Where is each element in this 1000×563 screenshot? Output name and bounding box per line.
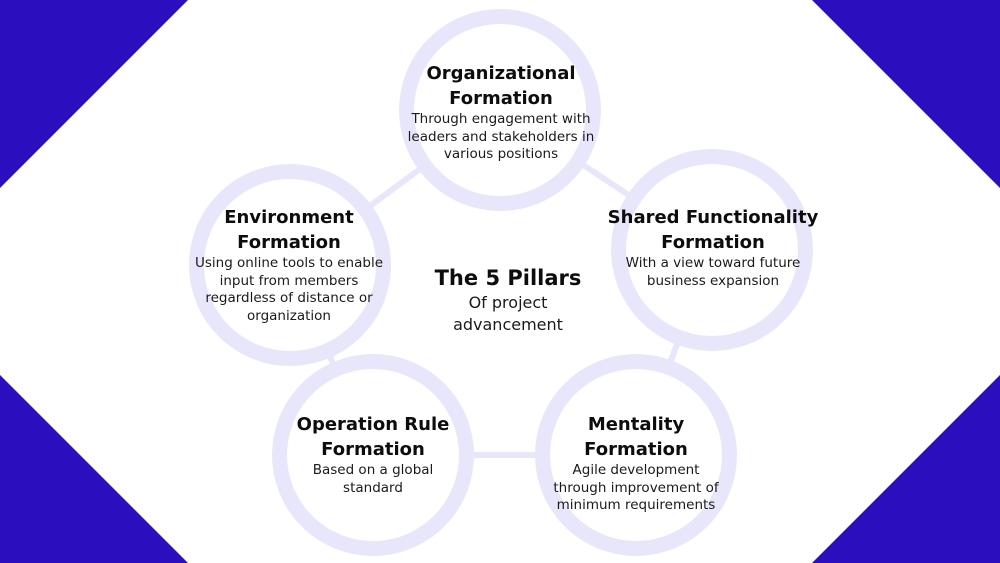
pillar-operation-rule: Operation Rule Formation Based on a glob… bbox=[263, 412, 483, 497]
center-subtitle: Of project advancement bbox=[453, 293, 563, 334]
corner-top-left bbox=[0, 0, 188, 188]
pillar-title: Mentality Formation bbox=[584, 414, 688, 460]
corner-top-right bbox=[812, 0, 1000, 188]
pillar-title: Operation Rule Formation bbox=[296, 414, 450, 460]
center-title: The 5 Pillars bbox=[434, 266, 582, 290]
pillar-description: With a view toward future business expan… bbox=[625, 255, 801, 289]
pillar-mentality: Mentality Formation Agile development th… bbox=[526, 412, 746, 515]
pillar-description: Agile development through improvement of… bbox=[553, 462, 719, 513]
pillar-organizational: Organizational Formation Through engagem… bbox=[391, 61, 611, 164]
pillar-shared-functionality: Shared Functionality Formation With a vi… bbox=[593, 205, 833, 290]
pillar-description: Based on a global standard bbox=[312, 462, 434, 496]
corner-bottom-left bbox=[0, 375, 188, 563]
pillar-title: Shared Functionality Formation bbox=[607, 207, 819, 253]
center-label: The 5 Pillars Of project advancement bbox=[398, 264, 618, 336]
pillar-description: Using online tools to enable input from … bbox=[194, 255, 384, 324]
pillar-title: Organizational Formation bbox=[426, 63, 576, 109]
corner-bottom-right bbox=[812, 375, 1000, 563]
pillar-environment: Environment Formation Using online tools… bbox=[179, 205, 399, 325]
pillar-description: Through engagement with leaders and stak… bbox=[407, 111, 595, 162]
pillar-title: Environment Formation bbox=[224, 207, 354, 253]
